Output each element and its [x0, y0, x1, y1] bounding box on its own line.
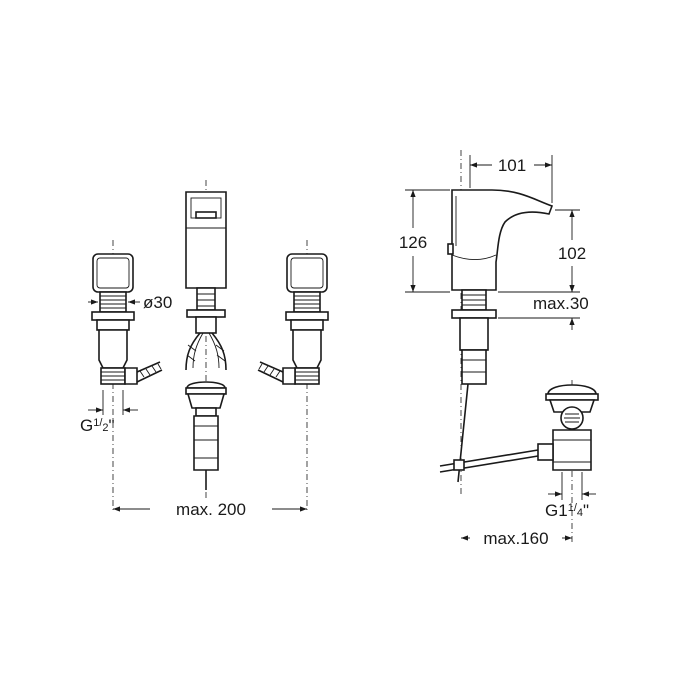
spout-reach-dimension: 101	[469, 155, 553, 203]
spout-reach-label: 101	[498, 156, 526, 175]
max-spacing-label: max. 200	[176, 500, 246, 519]
spout-height-dimension: 102	[498, 209, 586, 293]
popup-drain-side	[439, 380, 599, 545]
max-spacing-dimension: max. 200	[113, 500, 307, 519]
max-thickness-dimension: max.30	[498, 280, 589, 330]
max-drain-distance-label: max.160	[483, 529, 548, 548]
faucet-side	[447, 150, 554, 495]
max-drain-distance-dimension: max.160	[461, 529, 572, 548]
handle-diameter-dimension: ø30	[88, 293, 172, 312]
max-thickness-label: max.30	[533, 294, 589, 313]
spout-height-label: 102	[558, 244, 586, 263]
spout-front	[185, 180, 227, 500]
total-height-label: 126	[399, 233, 427, 252]
supply-thread-label: G1/2"	[80, 416, 115, 435]
drain-thread-label: G11/4"	[545, 501, 589, 520]
left-valve	[91, 240, 163, 510]
right-valve	[257, 240, 329, 510]
supply-thread-dimension: G1/2"	[80, 390, 138, 435]
popup-drain-front	[185, 381, 227, 490]
total-height-dimension: 126	[399, 189, 450, 293]
handle-diameter-label: ø30	[143, 293, 172, 312]
drain-thread-dimension: G11/4"	[545, 472, 596, 520]
